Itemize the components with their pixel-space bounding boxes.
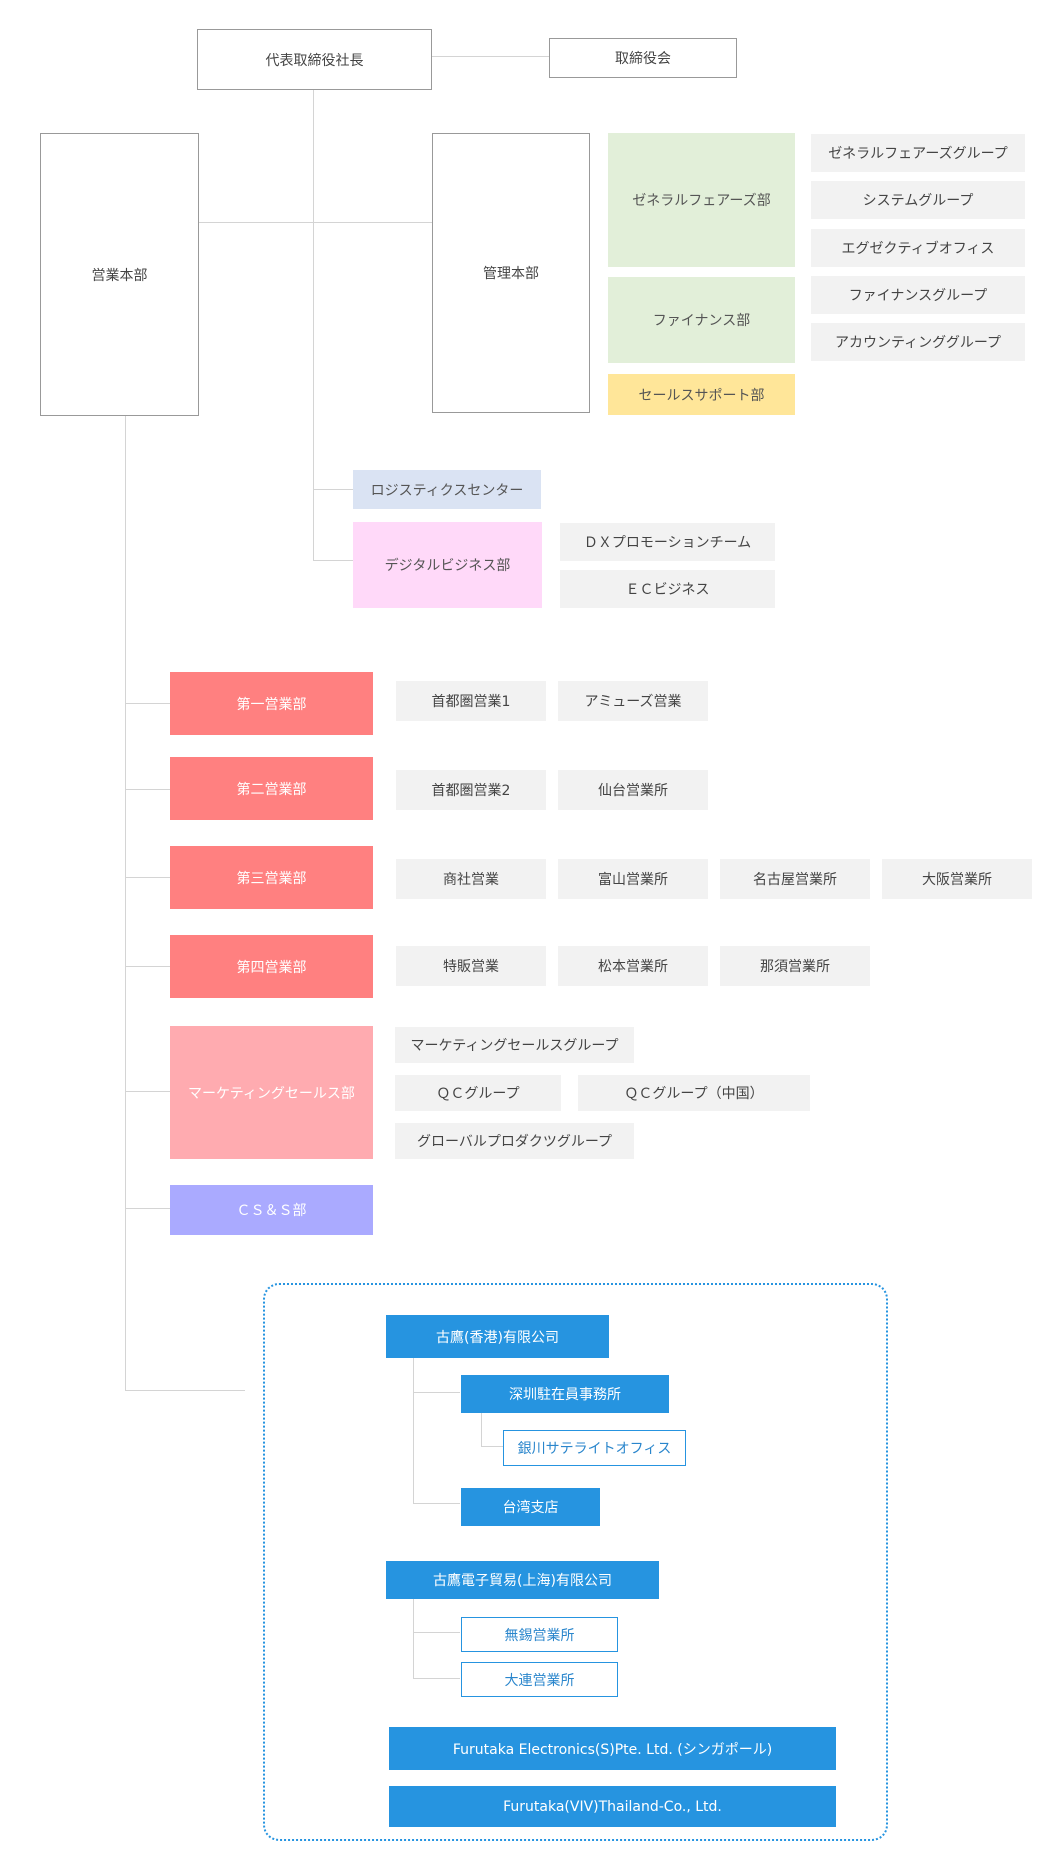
dalian-office: 大連営業所 bbox=[461, 1662, 618, 1697]
finance-label: ファイナンス部 bbox=[652, 313, 751, 329]
sales-dept-label: 第二営業部 bbox=[236, 781, 307, 798]
sales-support-label: セールスサポート部 bbox=[638, 387, 765, 404]
admin-group: エグゼクティブオフィス bbox=[811, 229, 1025, 267]
digital-team-label: ＤＸプロモーションチーム bbox=[583, 535, 752, 551]
sales-unit: 富山営業所 bbox=[558, 859, 708, 899]
taiwan-branch-label: 台湾支店 bbox=[502, 1500, 559, 1516]
thailand-company: Furutaka(VIV)Thailand-Co., Ltd. bbox=[389, 1786, 836, 1827]
marketing-group: グローバルプロダクツグループ bbox=[395, 1123, 634, 1159]
sales-dept-3: 第三営業部 bbox=[170, 846, 373, 909]
shenzhen-office-label: 深圳駐在員事務所 bbox=[509, 1387, 621, 1403]
board-box: 取締役会 bbox=[549, 38, 737, 78]
marketing-group: マーケティングセールスグループ bbox=[395, 1027, 634, 1063]
admin-group-label: ゼネラルフェアーズグループ bbox=[828, 146, 1008, 162]
sales-support-dept: セールスサポート部 bbox=[608, 374, 795, 415]
admin-group: アカウンティンググループ bbox=[811, 323, 1025, 361]
admin-hq-label: 管理本部 bbox=[483, 266, 539, 282]
marketing-group-label: ＱＣグループ（中国） bbox=[624, 1086, 764, 1102]
digital-team-label: ＥＣビジネス bbox=[625, 582, 710, 598]
wuxi-office-label: 無錫営業所 bbox=[504, 1627, 575, 1644]
admin-group: ファイナンスグループ bbox=[811, 276, 1025, 314]
sales-unit-label: アミューズ営業 bbox=[584, 694, 682, 710]
sales-unit: 商社営業 bbox=[396, 859, 546, 899]
ceo-label: 代表取締役社長 bbox=[265, 52, 364, 69]
sales-unit: 首都圏営業1 bbox=[396, 681, 546, 721]
overseas-group-frame bbox=[263, 1283, 888, 1841]
sales-dept-label: 第三営業部 bbox=[236, 870, 307, 887]
sales-hq-box: 営業本部 bbox=[40, 133, 199, 416]
sales-dept-4: 第四営業部 bbox=[170, 935, 373, 998]
logistics-center: ロジスティクスセンター bbox=[353, 470, 541, 509]
wuxi-office: 無錫営業所 bbox=[461, 1617, 618, 1652]
sales-unit: 那須営業所 bbox=[720, 946, 870, 986]
sales-unit-label: 富山営業所 bbox=[598, 872, 668, 888]
sales-unit-label: 那須営業所 bbox=[760, 959, 830, 975]
admin-group-label: システムグループ bbox=[862, 193, 974, 209]
admin-group-label: エグゼクティブオフィス bbox=[841, 241, 995, 257]
marketing-sales-dept: マーケティングセールス部 bbox=[170, 1026, 373, 1159]
marketing-group-label: マーケティングセールスグループ bbox=[410, 1038, 619, 1054]
sales-hq-label: 営業本部 bbox=[91, 267, 148, 284]
admin-group: ゼネラルフェアーズグループ bbox=[811, 134, 1025, 172]
sales-dept-2: 第二営業部 bbox=[170, 757, 373, 820]
marketing-group: ＱＣグループ（中国） bbox=[578, 1075, 810, 1111]
css-dept: ＣＳ＆Ｓ部 bbox=[170, 1185, 373, 1235]
sales-dept-1: 第一営業部 bbox=[170, 672, 373, 735]
sales-unit: 大阪営業所 bbox=[882, 859, 1032, 899]
marketing-group-label: グローバルプロダクツグループ bbox=[416, 1134, 613, 1150]
css-label: ＣＳ＆Ｓ部 bbox=[236, 1203, 307, 1219]
sales-unit: 名古屋営業所 bbox=[720, 859, 870, 899]
sales-unit: アミューズ営業 bbox=[558, 681, 708, 721]
admin-group-label: ファイナンスグループ bbox=[848, 288, 988, 304]
sales-unit-label: 松本営業所 bbox=[598, 959, 668, 975]
sales-unit-label: 首都圏営業2 bbox=[431, 783, 511, 799]
digital-business-label: デジタルビジネス部 bbox=[384, 558, 511, 574]
digital-business-dept: デジタルビジネス部 bbox=[353, 522, 542, 608]
sales-unit: 松本営業所 bbox=[558, 946, 708, 986]
marketing-sales-label: マーケティングセールス部 bbox=[188, 1085, 355, 1102]
sales-unit-label: 仙台営業所 bbox=[598, 783, 668, 799]
marketing-group-label: ＱＣグループ bbox=[436, 1086, 520, 1102]
general-affairs-dept: ゼネラルフェアーズ部 bbox=[608, 133, 795, 267]
digital-team: ＤＸプロモーションチーム bbox=[560, 523, 775, 561]
sales-unit-label: 大阪営業所 bbox=[922, 872, 992, 888]
sales-unit: 首都圏営業2 bbox=[396, 770, 546, 810]
hk-company-label: 古鷹(香港)有限公司 bbox=[436, 1329, 559, 1346]
yinchuan-office-label: 銀川サテライトオフィス bbox=[517, 1441, 672, 1457]
shanghai-company-label: 古鷹電子貿易(上海)有限公司 bbox=[433, 1573, 612, 1589]
singapore-company-label: Furutaka Electronics(S)Pte. Ltd. (シンガポール… bbox=[452, 1741, 773, 1758]
ceo-box: 代表取締役社長 bbox=[197, 29, 432, 90]
sales-unit: 仙台営業所 bbox=[558, 770, 708, 810]
logistics-label: ロジスティクスセンター bbox=[370, 482, 524, 499]
dalian-office-label: 大連営業所 bbox=[504, 1672, 575, 1689]
thailand-company-label: Furutaka(VIV)Thailand-Co., Ltd. bbox=[503, 1798, 722, 1815]
sales-dept-label: 第一営業部 bbox=[236, 696, 307, 713]
admin-group: システムグループ bbox=[811, 181, 1025, 219]
hk-company: 古鷹(香港)有限公司 bbox=[386, 1315, 609, 1358]
finance-dept: ファイナンス部 bbox=[608, 277, 795, 363]
sales-dept-label: 第四営業部 bbox=[236, 959, 307, 976]
singapore-company: Furutaka Electronics(S)Pte. Ltd. (シンガポール… bbox=[389, 1727, 836, 1770]
sales-unit-label: 特販営業 bbox=[443, 959, 499, 975]
sales-unit: 特販営業 bbox=[396, 946, 546, 986]
sales-unit-label: 商社営業 bbox=[443, 872, 499, 888]
admin-group-label: アカウンティンググループ bbox=[834, 335, 1002, 351]
shanghai-company: 古鷹電子貿易(上海)有限公司 bbox=[386, 1561, 659, 1599]
taiwan-branch: 台湾支店 bbox=[461, 1488, 600, 1526]
shenzhen-office: 深圳駐在員事務所 bbox=[461, 1375, 669, 1413]
sales-unit-label: 首都圏営業1 bbox=[431, 694, 511, 710]
marketing-group: ＱＣグループ bbox=[395, 1075, 561, 1111]
digital-team: ＥＣビジネス bbox=[560, 570, 775, 608]
admin-hq-box: 管理本部 bbox=[432, 133, 590, 413]
general-affairs-label: ゼネラルフェアーズ部 bbox=[632, 193, 771, 209]
board-label: 取締役会 bbox=[615, 51, 671, 67]
yinchuan-office: 銀川サテライトオフィス bbox=[503, 1430, 686, 1466]
sales-unit-label: 名古屋営業所 bbox=[753, 872, 837, 888]
